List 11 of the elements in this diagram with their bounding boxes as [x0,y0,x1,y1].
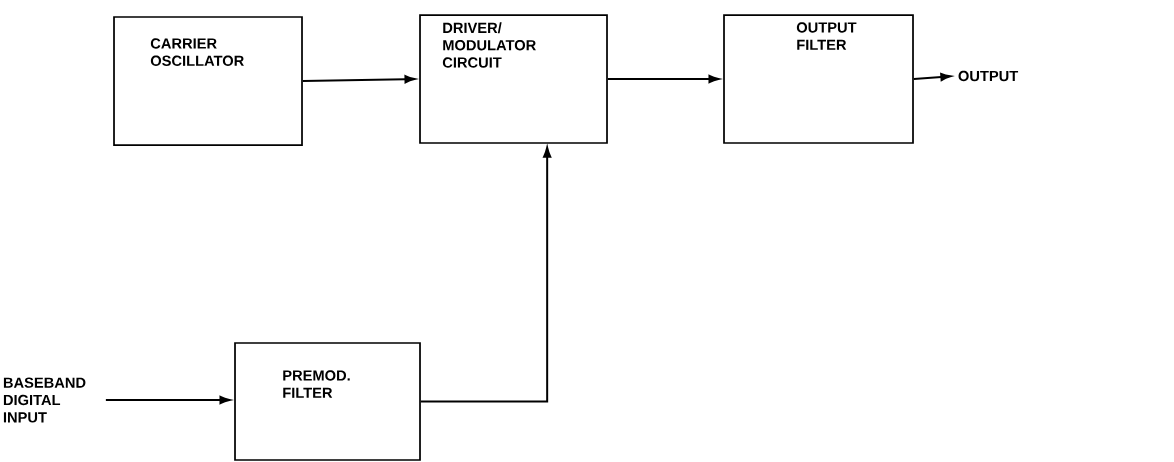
signal-label: BASEBAND DIGITAL INPUT [3,377,86,423]
arrow [606,74,720,84]
arrow [301,75,416,84]
arrow [104,395,231,405]
signal-label: OUTPUT [958,70,1019,82]
process-box: OUTPUT FILTER [723,14,914,144]
process-box: CARRIER OSCILLATOR [113,16,303,146]
arrow [419,146,552,403]
process-box: PREMOD. FILTER [234,342,421,461]
arrow [912,72,952,82]
process-box: DRIVER/ MODULATOR CIRCUIT [419,14,608,144]
